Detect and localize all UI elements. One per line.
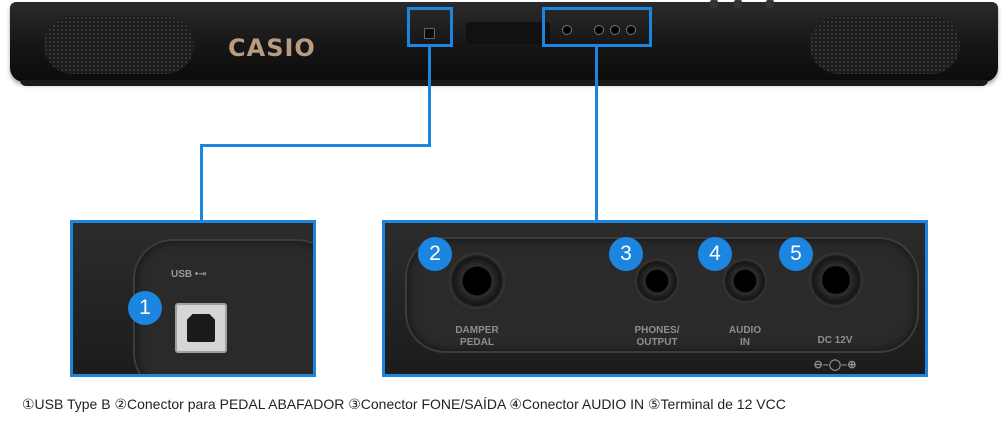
left-speaker-grille — [44, 16, 194, 74]
brand-logo: CASIO — [228, 34, 316, 62]
ports-detail-panel: 2 DAMPER PEDAL 3 PHONES/ OUTPUT 4 AUDIO … — [382, 220, 928, 377]
dc-12v-jack — [809, 253, 863, 307]
audio-in-jack-small — [610, 25, 620, 35]
pedal-jack-small — [562, 25, 572, 35]
caption: ①USB Type B ②Conector para PEDAL ABAFADO… — [22, 396, 786, 412]
leader-line — [200, 144, 431, 147]
leader-line — [428, 45, 431, 146]
leader-line — [200, 144, 203, 222]
ports-highlight-box — [542, 7, 652, 47]
phones-output-jack — [635, 259, 679, 303]
phones-output-label: PHONES/ OUTPUT — [634, 325, 680, 348]
usb-port-small — [424, 28, 435, 39]
top-control — [766, 0, 774, 8]
dc-jack-small — [626, 25, 636, 35]
usb-detail-panel: USB •⊸ 1 — [70, 220, 316, 377]
piano-base — [20, 80, 988, 86]
badge-4: 4 — [698, 237, 732, 271]
top-control — [710, 0, 718, 8]
badge-5: 5 — [779, 237, 813, 271]
top-control — [734, 0, 742, 8]
damper-pedal-jack — [449, 253, 505, 309]
badge-1: 1 — [128, 291, 162, 325]
audio-in-jack — [723, 259, 767, 303]
dc-12v-label: DC 12V ⊖–◯–⊕ — [795, 323, 875, 374]
usb-highlight-box — [407, 7, 453, 47]
leader-line — [595, 45, 598, 222]
damper-pedal-label: DAMPER PEDAL — [455, 325, 499, 348]
usb-symbol: USB •⊸ — [171, 269, 207, 280]
usb-trident-icon: •⊸ — [192, 269, 207, 280]
audio-in-label: AUDIO IN — [728, 325, 762, 348]
badge-2: 2 — [418, 237, 452, 271]
phones-jack-small — [594, 25, 604, 35]
badge-3: 3 — [609, 237, 643, 271]
usb-type-b-port — [175, 303, 227, 353]
dc-polarity-icon: ⊖–◯–⊕ — [813, 359, 857, 371]
rear-recess — [466, 22, 550, 44]
dc-12v-text: DC 12V — [817, 335, 853, 346]
piano-rear-view: CASIO — [10, 0, 998, 82]
right-speaker-grille — [810, 16, 960, 74]
